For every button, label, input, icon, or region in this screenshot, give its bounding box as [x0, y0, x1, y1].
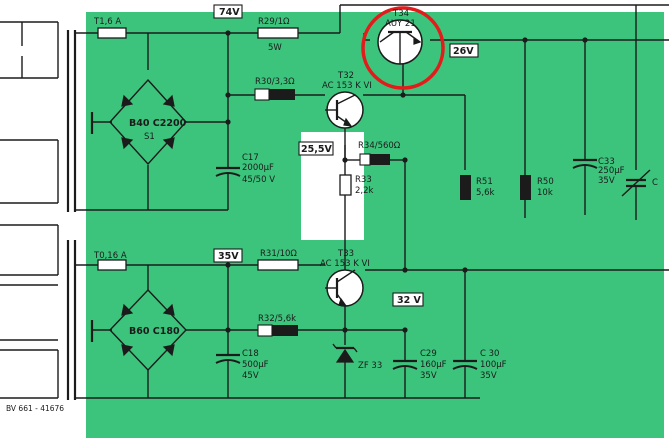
resistor-r29 — [257, 27, 299, 39]
label-bridge-bot: B60 C180 — [129, 326, 180, 337]
voltage-tag-26v — [449, 43, 479, 58]
bridge-rectifier-top — [109, 78, 187, 166]
resistor-r32 — [257, 324, 298, 337]
label-r30: R30/3,3Ω — [255, 77, 295, 87]
label-r34: R34/560Ω — [358, 141, 401, 151]
transistor-t34 — [377, 19, 423, 65]
label-c29-v: 35V — [420, 371, 437, 381]
capacitor-c18 — [215, 345, 241, 382]
label-v-32: 32 V — [397, 295, 422, 306]
label-c18: C18 — [242, 349, 259, 359]
label-fuse-t0: T0,16 A — [93, 251, 127, 261]
label-t33-type: AC 153 K VI — [320, 259, 370, 269]
resistor-r30 — [254, 88, 295, 101]
label-r29-w: 5W — [268, 43, 282, 53]
label-t34: T34 — [392, 9, 409, 19]
label-c29: C29 — [420, 349, 437, 359]
label-v-35: 35V — [218, 251, 239, 262]
label-r33: R33 — [355, 175, 372, 185]
label-r33-val: 2,2k — [355, 186, 374, 196]
label-c-right: C — [652, 178, 658, 188]
label-c33: C33 — [598, 157, 615, 167]
fuse-top — [97, 27, 127, 39]
bridge-rectifier-bottom — [109, 288, 187, 372]
capacitor-c17 — [215, 140, 241, 195]
label-t33: T33 — [337, 249, 354, 259]
label-v-26: 26V — [453, 46, 474, 57]
label-r31: R31/10Ω — [260, 249, 297, 259]
transformer-bottom — [0, 224, 77, 400]
variable-capacitor-c — [621, 169, 651, 220]
label-c30-val: 100μF — [480, 360, 507, 370]
resistor-r51 — [460, 175, 471, 200]
label-t32: T32 — [337, 71, 354, 81]
voltage-tag-25-5v — [298, 141, 334, 156]
capacitor-c29 — [392, 350, 418, 385]
voltage-tag-35v — [213, 248, 243, 263]
label-c30: C 30 — [480, 349, 499, 359]
label-c17: C17 — [242, 153, 259, 163]
capacitor-c30 — [452, 350, 478, 385]
label-zf: ZF 33 — [358, 361, 382, 371]
label-r29: R29/1Ω — [258, 17, 290, 27]
resistor-r33 — [339, 174, 352, 196]
transistor-t33 — [325, 269, 364, 307]
label-c33-v: 35V — [598, 176, 615, 186]
label-bridge-top: B40 C2200 — [129, 118, 187, 129]
green-background — [86, 12, 664, 438]
voltage-tag-74v — [213, 4, 243, 19]
label-c18-v: 45V — [242, 371, 259, 381]
resistor-r34 — [359, 153, 390, 166]
label-c17-val: 2000μF — [242, 163, 274, 173]
label-r50-val: 10k — [537, 188, 553, 198]
resistor-r31 — [257, 259, 299, 271]
label-c17-v: 45/50 V — [242, 175, 275, 185]
label-v-255: 25,5V — [301, 144, 332, 155]
voltage-tag-32v — [392, 292, 424, 307]
label-fuse-t1: T1,6 A — [93, 17, 121, 27]
resistor-r50 — [520, 175, 531, 218]
label-c29-val: 160μF — [420, 360, 447, 370]
label-v-top: 74V — [219, 7, 240, 18]
label-r51-val: 5,6k — [476, 188, 495, 198]
label-r50: R50 — [537, 177, 554, 187]
highlight-circle — [361, 6, 445, 90]
junction-dots — [225, 30, 588, 333]
label-bv: BV 661 - 41676 — [6, 404, 64, 413]
transformer-top — [0, 21, 77, 212]
bottom-wires — [75, 264, 669, 399]
zener-diode-zf33 — [332, 343, 358, 375]
capacitor-c33 — [572, 158, 598, 215]
label-t34-type: AUY 21 — [385, 19, 416, 29]
label-c33-val: 250μF — [598, 166, 625, 176]
label-c30-v: 35V — [480, 371, 497, 381]
label-bridge-top-sub: S1 — [144, 132, 155, 142]
label-c18-val: 500μF — [242, 360, 269, 370]
label-t32-type: AC 153 K VI — [322, 81, 372, 91]
label-r51: R51 — [476, 177, 493, 187]
fuse-bottom — [97, 259, 127, 271]
transistor-t32 — [325, 91, 364, 129]
label-r32: R32/5,6k — [258, 314, 296, 324]
